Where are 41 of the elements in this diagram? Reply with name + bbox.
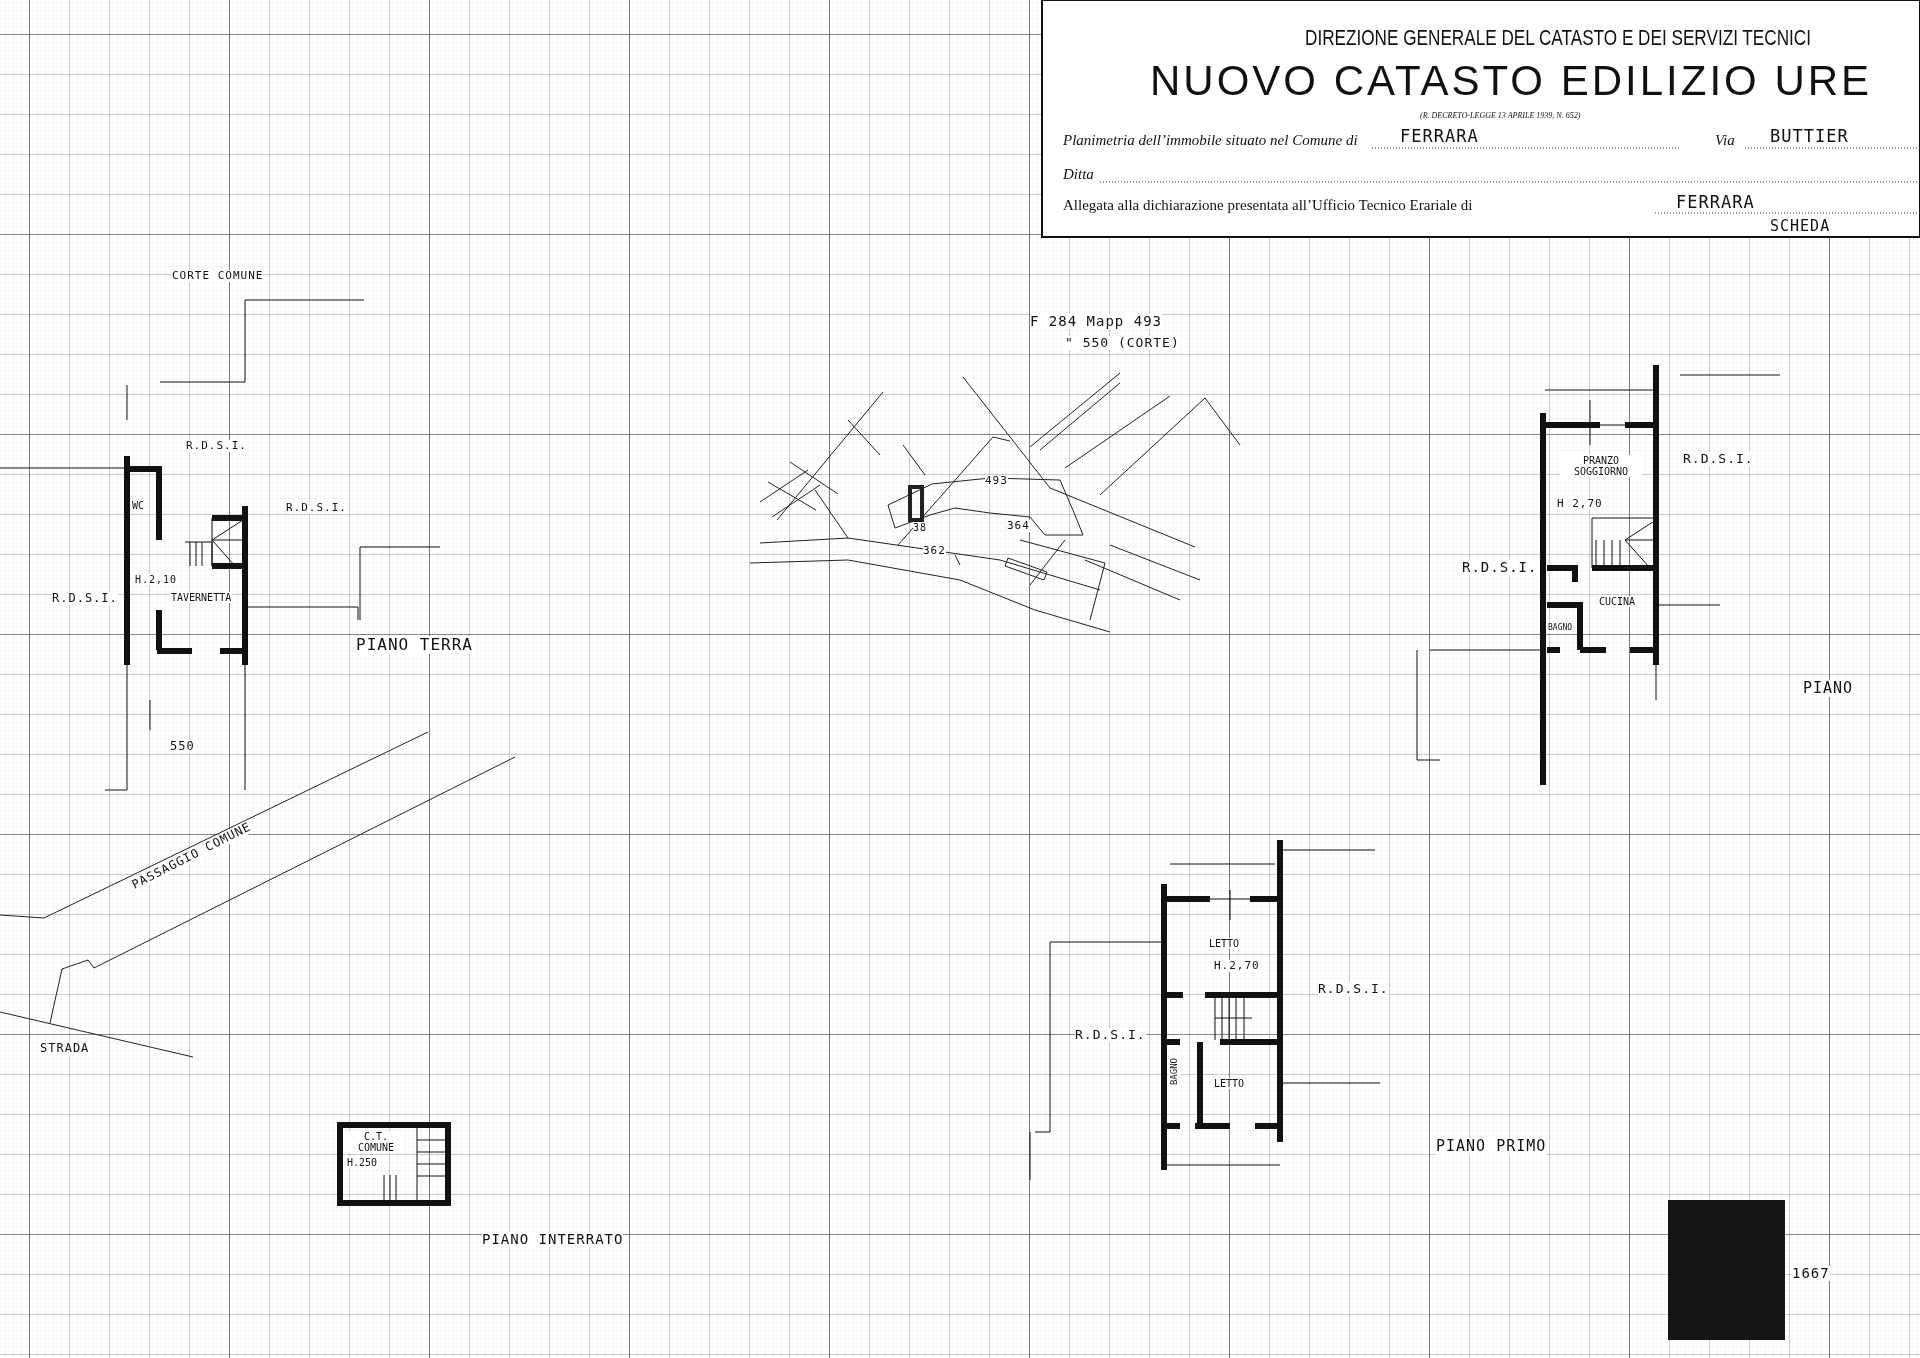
room-label: WC	[131, 500, 146, 511]
area-label: R.D.S.I.	[286, 502, 347, 515]
form-field-label: Ditta	[1063, 166, 1094, 183]
dimension-label: 550	[170, 740, 195, 754]
area-label: STRADA	[40, 1042, 90, 1056]
height-label: H 2,70	[1557, 498, 1603, 511]
room-label: CUCINA	[1598, 596, 1637, 607]
parcel-number: 38	[913, 522, 928, 533]
parcel-number: 364	[1007, 520, 1030, 533]
room-label: PRANZO SOGGIORNO	[1560, 455, 1642, 477]
floor-title: PIANO TERRA	[356, 636, 473, 654]
area-label: R.D.S.I.	[1318, 982, 1389, 997]
area-label: R.D.S.I.	[52, 592, 118, 606]
form-field-label: Via	[1715, 132, 1735, 149]
parcel-label: " 550 (CORTE)	[1065, 336, 1180, 351]
room-label: LETTO	[1213, 1078, 1246, 1089]
floor-title: PIANO INTERRATO	[482, 1232, 624, 1248]
height-label: H.2,70	[1214, 960, 1260, 973]
area-label: R.D.S.I.	[1462, 560, 1538, 576]
form-field-label: Allegata alla dichiarazione presentata all’Ufficio Tecnico Erariale di	[1063, 197, 1473, 214]
title: NUOVO CATASTO EDILIZIO URE	[1150, 58, 1873, 105]
heading: DIREZIONE GENERALE DEL CATASTO E DEI SERVIZI TECNICI	[1305, 26, 1811, 51]
room-label: BAGNO	[1169, 1058, 1181, 1086]
parcel-label: F 284 Mapp 493	[1030, 314, 1162, 330]
decree-reference: (R. DECRETO-LEGGE 13 APRILE 1939, N. 652)	[1420, 112, 1581, 121]
area-label: R.D.S.I.	[1075, 1028, 1146, 1043]
room-label: LETTO	[1208, 938, 1241, 949]
room-label: TAVERNETTA	[170, 592, 233, 603]
area-label: R.D.S.I.	[1683, 452, 1754, 467]
parcel-number: 362	[923, 545, 946, 558]
area-label: CORTE COMUNE	[172, 270, 264, 283]
floor-title: PIANO PRIMO	[1436, 1138, 1547, 1155]
floor-title: PIANO	[1803, 680, 1854, 697]
sheet-number: 1667	[1792, 1266, 1830, 1282]
room-label: C.T. COMUNE	[348, 1131, 404, 1153]
height-label: H.250	[346, 1157, 379, 1168]
area-label: R.D.S.I.	[186, 440, 247, 453]
room-label: BAGNO	[1547, 624, 1574, 633]
parcel-number: 493	[985, 475, 1008, 488]
height-label: H.2,10	[135, 574, 178, 585]
form-field-label: Planimetria dell’immobile situato nel Comune di	[1063, 132, 1358, 149]
